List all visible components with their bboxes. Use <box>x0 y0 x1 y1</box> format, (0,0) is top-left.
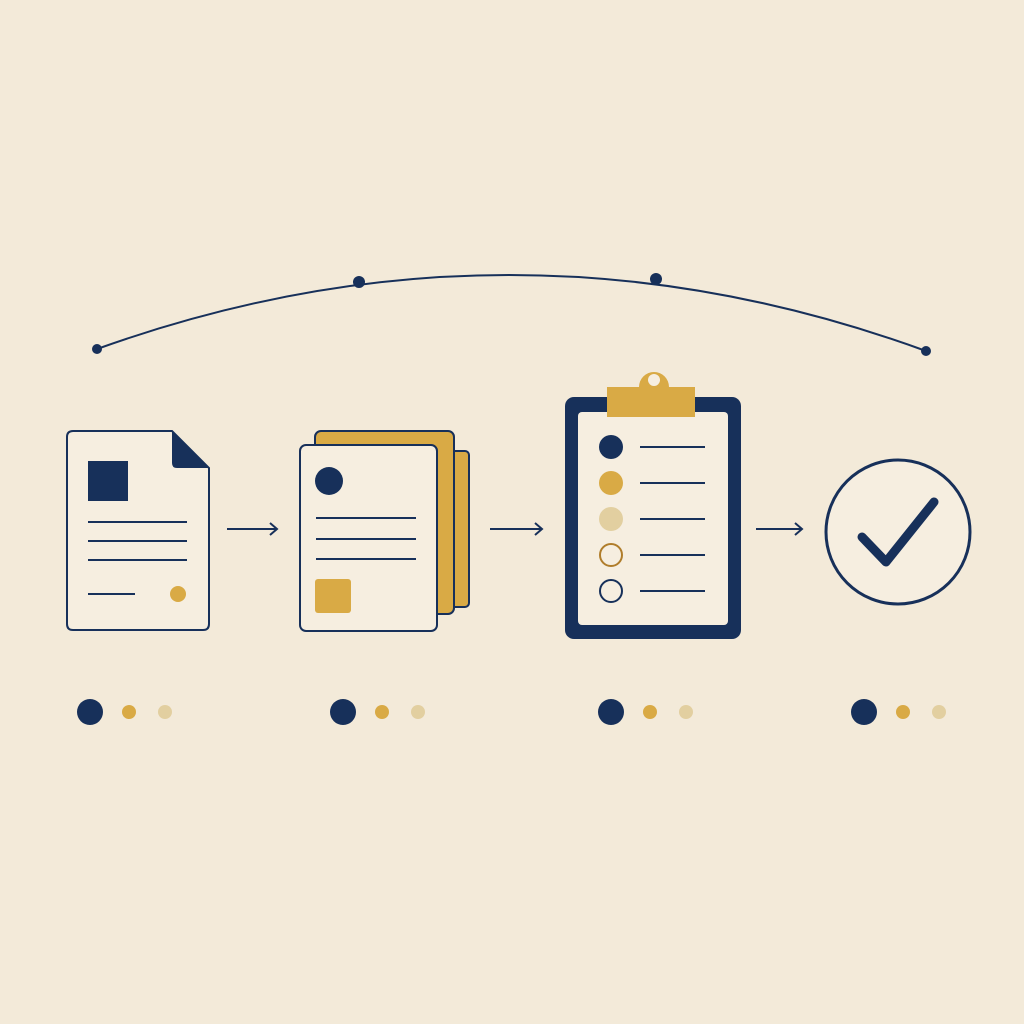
status-dots-step-2 <box>330 699 425 725</box>
status-dot <box>158 705 172 719</box>
arrow-icon <box>490 522 544 536</box>
status-dot <box>411 705 425 719</box>
timeline-marker <box>650 273 662 285</box>
timeline-marker <box>353 276 365 288</box>
arrow-icon <box>756 522 804 536</box>
status-dot <box>896 705 910 719</box>
status-dot <box>932 705 946 719</box>
checklist-bullet <box>599 507 623 531</box>
status-dot <box>679 705 693 719</box>
document-corner-fold <box>172 431 209 468</box>
stacked-pages-icon <box>299 430 470 632</box>
document-gold-dot <box>170 586 186 602</box>
timeline-marker <box>92 344 102 354</box>
timeline-arc <box>92 273 931 356</box>
status-dot <box>375 705 389 719</box>
page-avatar-dot <box>315 467 343 495</box>
status-dots-step-4 <box>851 699 946 725</box>
checkmark <box>857 497 939 567</box>
checklist-bullet-empty <box>599 543 623 567</box>
timeline-marker <box>921 346 931 356</box>
status-dot <box>330 699 356 725</box>
document-image-block <box>88 461 128 501</box>
status-dot <box>598 699 624 725</box>
timeline-curve <box>96 274 927 352</box>
clipboard-clip <box>607 372 695 417</box>
status-dot <box>643 705 657 719</box>
status-dots-step-1 <box>77 699 172 725</box>
status-dot <box>851 699 877 725</box>
status-dots-step-3 <box>598 699 693 725</box>
arrow-icon <box>227 522 279 536</box>
clipboard-checklist-icon <box>565 372 741 639</box>
check-circle-icon <box>824 458 972 606</box>
status-dot <box>122 705 136 719</box>
document-icon <box>66 430 210 631</box>
checklist-bullet-empty <box>599 579 623 603</box>
page-gold-block <box>315 579 351 613</box>
checklist-bullet <box>599 471 623 495</box>
checklist-bullet <box>599 435 623 459</box>
clipboard-clip-hole <box>648 374 660 386</box>
status-dot <box>77 699 103 725</box>
